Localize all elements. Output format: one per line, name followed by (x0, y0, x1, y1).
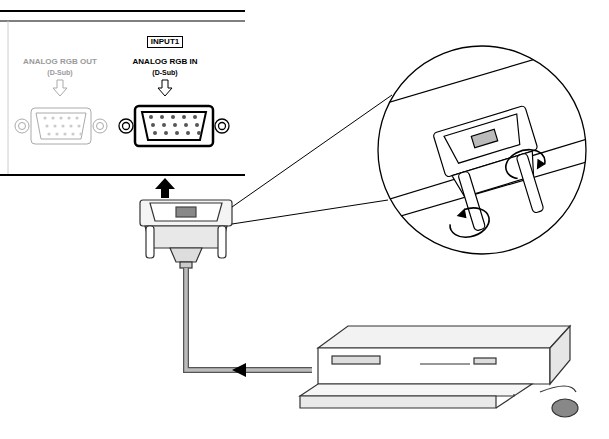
rear-panel (0, 11, 245, 175)
analog-in-port (119, 106, 229, 146)
indicator-arrow (53, 80, 67, 96)
callout-line (232, 200, 388, 224)
analog-out-port (15, 108, 107, 144)
direction-arrow (232, 363, 246, 377)
insert-arrow (155, 178, 175, 198)
port-type: (D-Sub) (152, 68, 177, 78)
port-name: ANALOG RGB OUT (23, 57, 97, 67)
input-tag: INPUT1 (147, 36, 183, 48)
callout-line (232, 95, 392, 207)
computer (300, 326, 578, 417)
signal-cable (186, 268, 312, 370)
indicator-arrow (158, 80, 172, 96)
input-label: INPUT1 (151, 37, 179, 47)
vga-plug (140, 200, 232, 268)
magnified-detail (370, 40, 600, 254)
port-type: (D-Sub) (47, 68, 72, 78)
port-name: ANALOG RGB IN (133, 57, 198, 67)
